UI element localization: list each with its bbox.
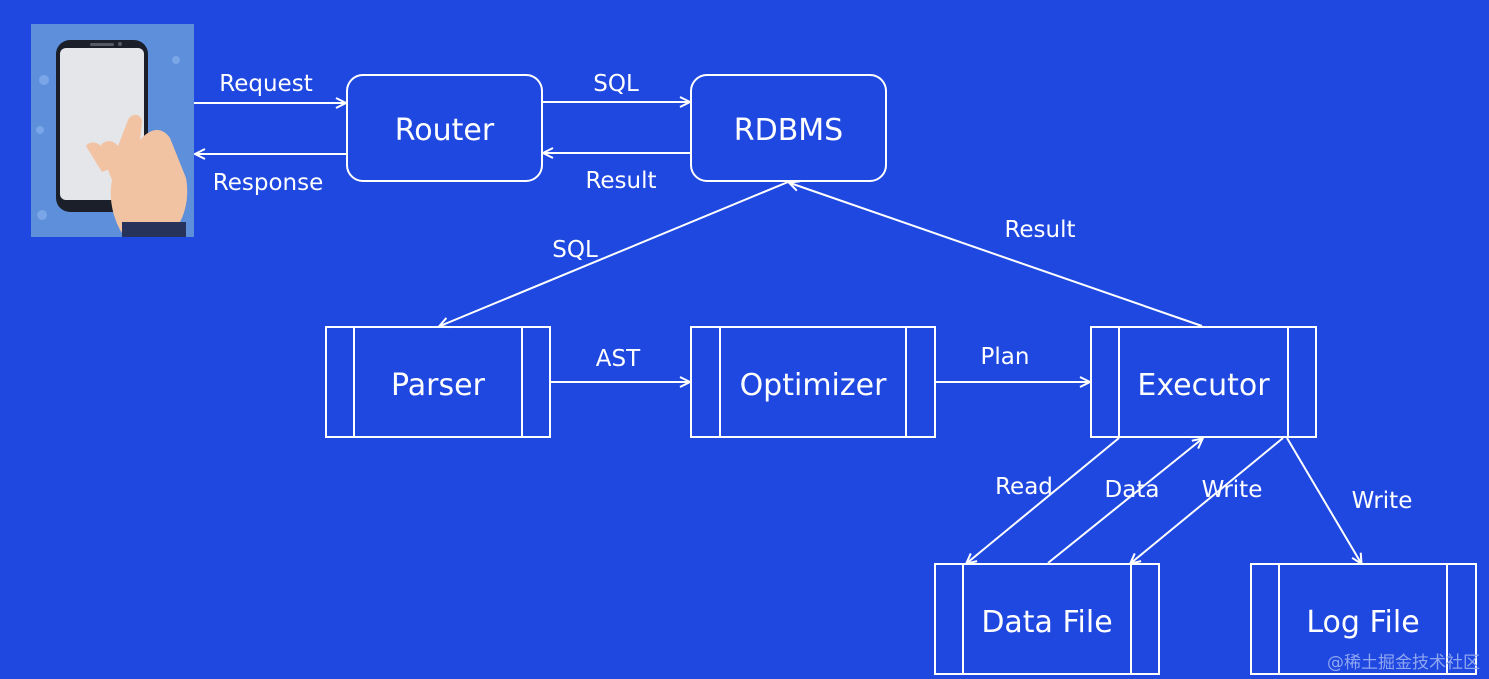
log-file-node: Log File [1250,563,1477,675]
result-arrow-executor-rdbms [790,183,1203,327]
watermark-text: @稀土掘金技术社区 [1327,653,1480,673]
parser-label: Parser [391,368,486,403]
router-label: Router [395,113,495,148]
sql-label-rdbms-parser: SQL [552,237,598,263]
data-label: Data [1105,477,1160,503]
result-label-executor-rdbms: Result [1004,217,1075,243]
response-label: Response [213,170,323,196]
rdbms-node: RDBMS [690,74,887,182]
log-file-label: Log File [1306,605,1419,640]
data-file-box [934,563,1160,675]
router-node: Router [346,74,543,182]
data-file-node: Data File [934,563,1160,675]
executor-label: Executor [1137,368,1270,403]
phone-in-hand-icon [31,24,194,237]
optimizer-node: Optimizer [690,326,936,438]
ast-label: AST [596,346,641,372]
write-label-log-file: Write [1352,488,1413,514]
log-file-box [1250,563,1477,675]
data-file-label: Data File [981,605,1112,640]
read-arrow [967,437,1120,563]
executor-node: Executor [1090,326,1317,438]
request-label: Request [219,71,312,97]
write-arrow-data-file [1131,437,1284,563]
rdbms-label: RDBMS [734,113,843,148]
plan-label: Plan [981,344,1030,370]
write-label-data-file: Write [1202,477,1263,503]
result-label-rdbms-router: Result [585,168,656,194]
read-label: Read [995,474,1053,500]
parser-node: Parser [325,326,551,438]
router-box [346,74,543,182]
sql-arrow-rdbms-parser [440,181,789,326]
optimizer-label: Optimizer [740,368,888,403]
write-arrow-log-file [1286,437,1361,563]
sql-label-router-rdbms: SQL [593,71,639,97]
data-arrow [1047,439,1202,564]
